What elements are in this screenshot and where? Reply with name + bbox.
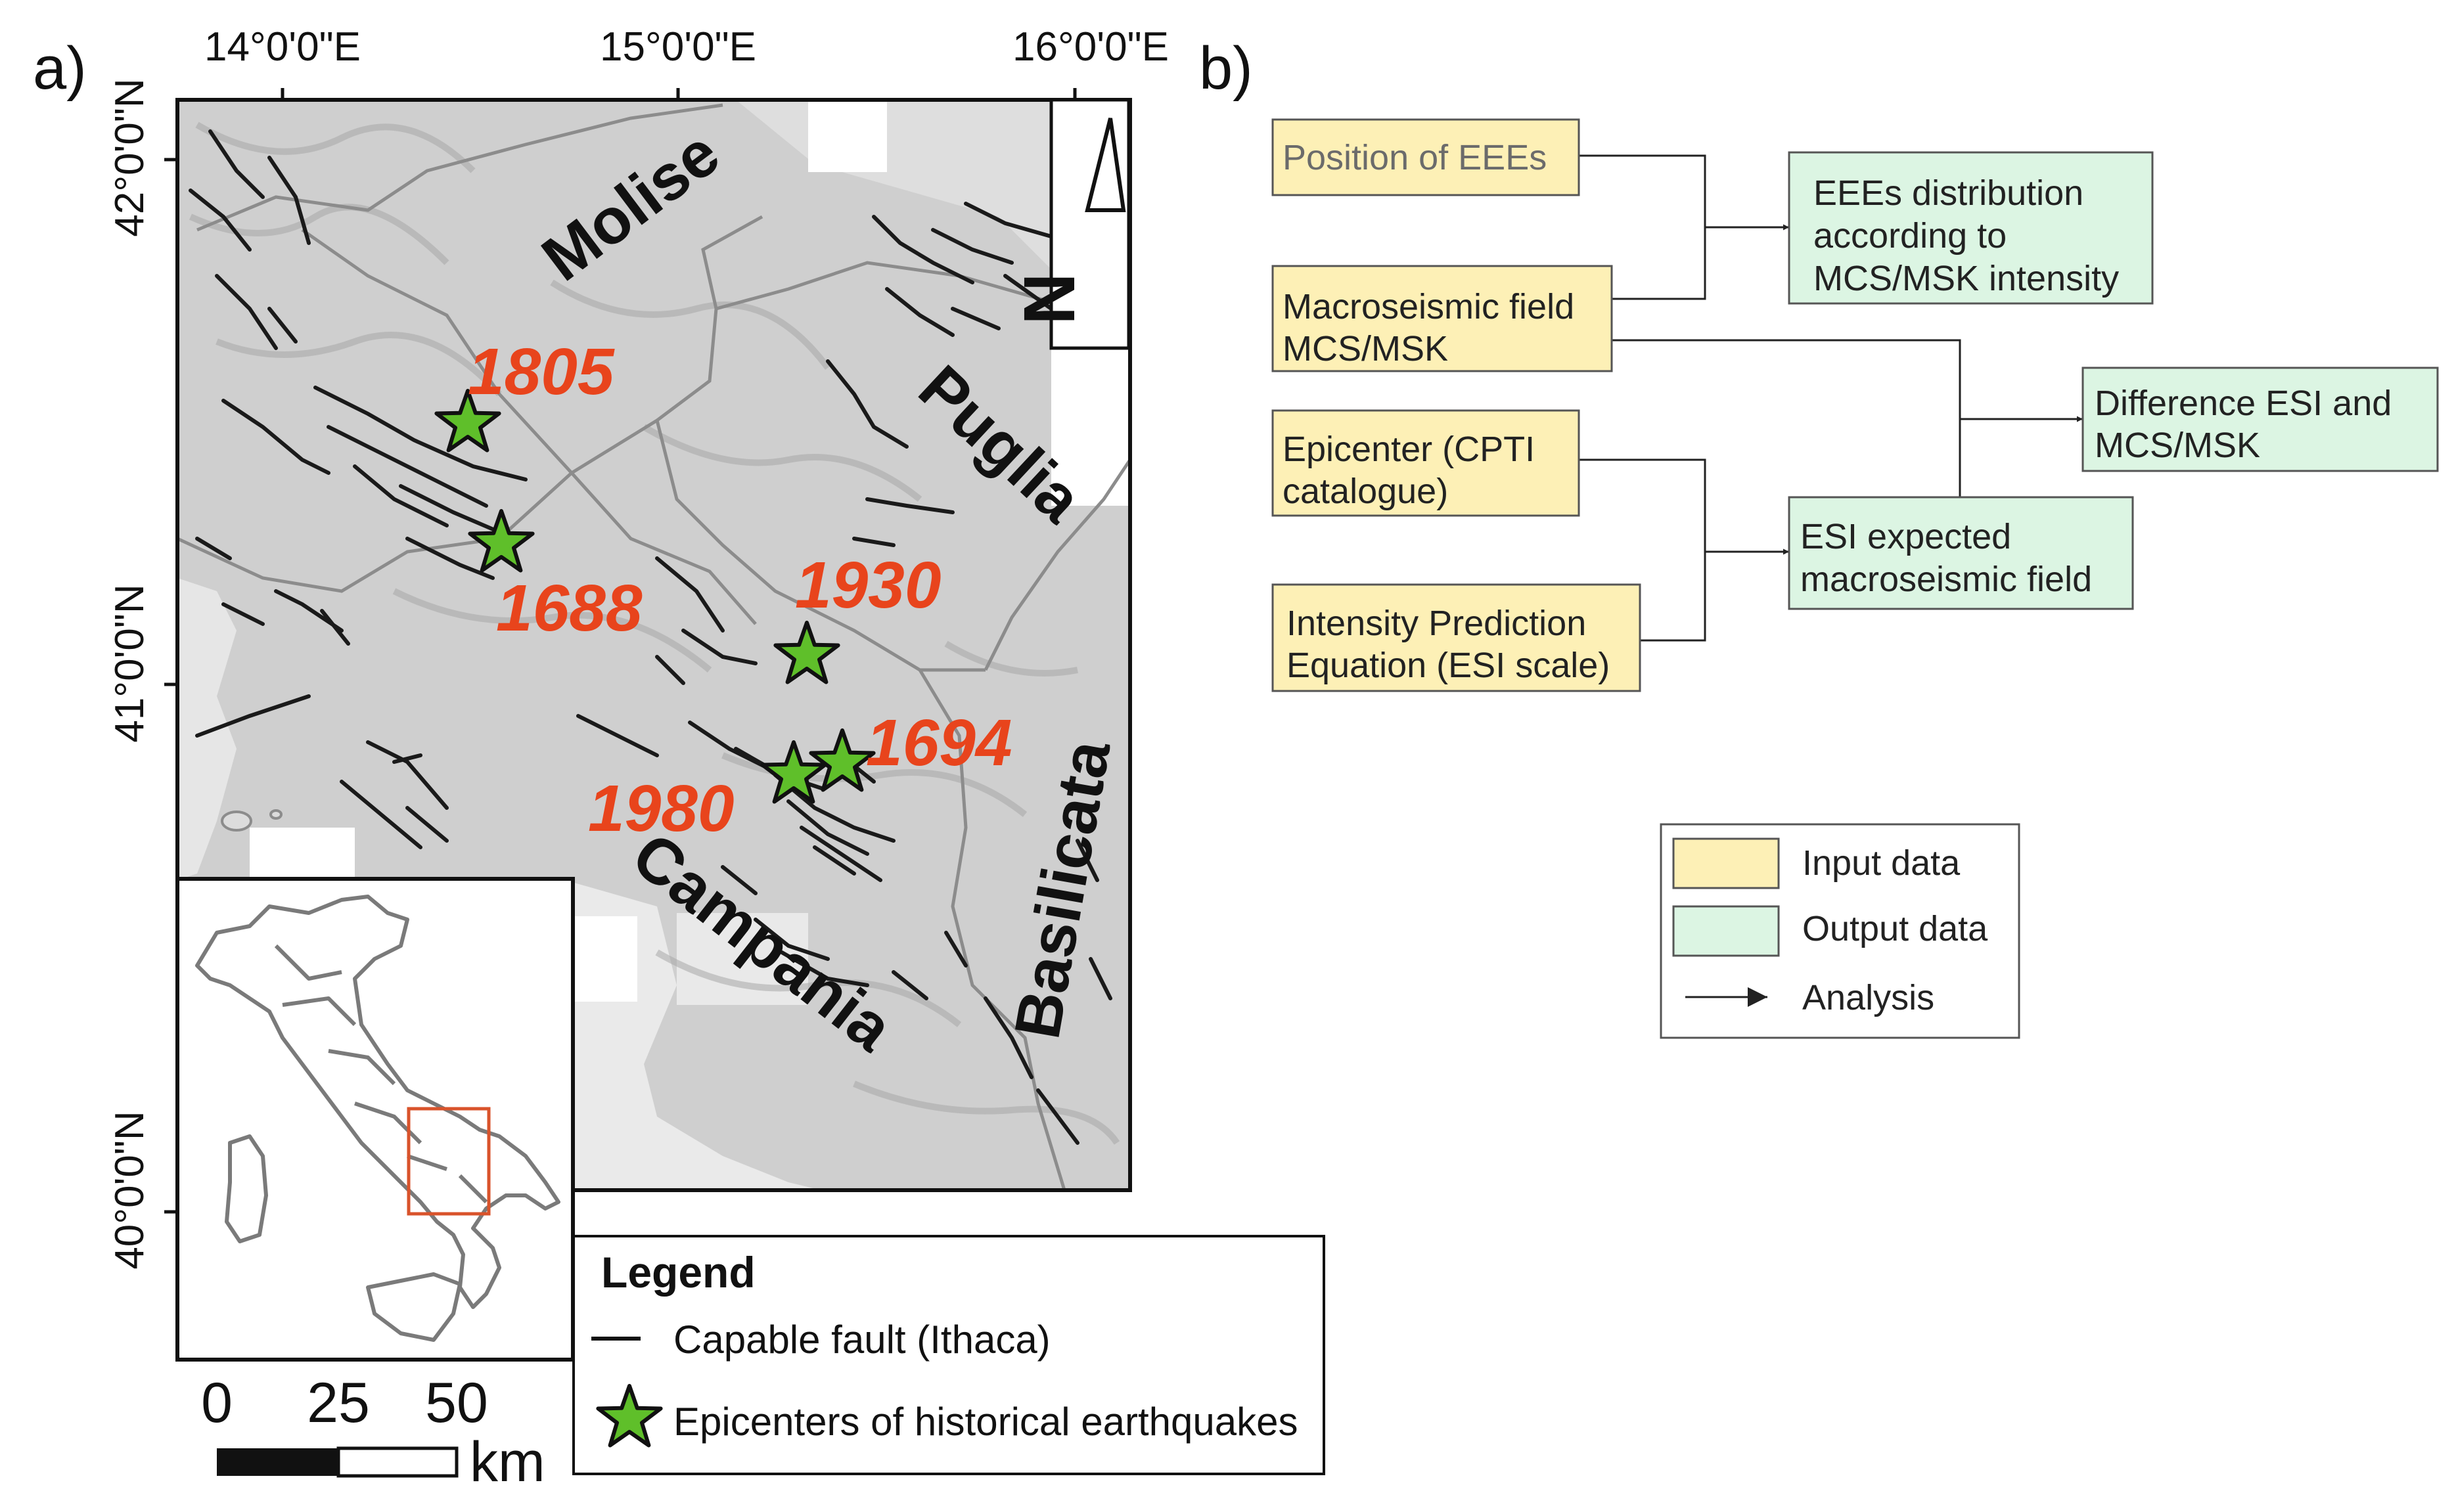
islands <box>221 809 283 832</box>
scale-label-50: 50 <box>425 1371 488 1434</box>
scale-bar: 0 25 50 km <box>201 1371 545 1494</box>
box-epicenter-text-1: Epicenter (CPTI <box>1283 430 1535 469</box>
box-esi-text-1: ESI expected <box>1800 517 2011 556</box>
italy-outline <box>195 895 560 1309</box>
north-arrow-icon <box>1085 118 1126 212</box>
capable-faults <box>189 129 1112 1145</box>
box-position-eees-text: Position of EEEs <box>1283 138 1547 177</box>
star-icon <box>468 509 535 573</box>
legend-star-icon <box>596 1384 663 1448</box>
star-icon <box>809 728 876 792</box>
box-distribution-text-1: EEEs distribution <box>1813 173 2083 213</box>
hillshade-texture <box>189 122 1120 1145</box>
flow-connectors <box>1579 154 2083 642</box>
box-macroseismic-text-2: MCS/MSK <box>1283 329 1448 368</box>
lat-tick-42n: 42°0'0"N <box>107 78 152 236</box>
region-boundaries <box>177 103 1130 1190</box>
box-distribution-text-3: MCS/MSK intensity <box>1813 259 2119 298</box>
panel-a-label: a) <box>33 35 87 102</box>
box-esi-text-2: macroseismic field <box>1800 560 2092 599</box>
north-arrow: N <box>1009 98 1131 350</box>
lat-tick-40n: 40°0'0"N <box>107 1111 152 1269</box>
scale-label-25: 25 <box>307 1371 370 1434</box>
epicenter-star-1805 <box>434 389 501 453</box>
box-eees-distribution: EEEs distribution according to MCS/MSK i… <box>1788 151 2154 305</box>
nodata-patch-3 <box>250 828 355 880</box>
earthquake-epicenters <box>434 389 876 804</box>
inset-region-lines <box>274 944 488 1204</box>
box-epicenter: Epicenter (CPTI catalogue) <box>1271 409 1580 517</box>
box-distribution-text-2: according to <box>1813 216 2007 256</box>
study-area-box <box>407 1107 491 1216</box>
box-ipe: Intensity Prediction Equation (ESI scale… <box>1271 583 1641 692</box>
nodata-patch-1 <box>808 100 887 172</box>
box-epicenter-text-2: catalogue) <box>1283 472 1448 511</box>
box-macroseismic-text-1: Macroseismic field <box>1283 287 1574 326</box>
epicenter-star-1980 <box>760 740 827 804</box>
star-icon <box>760 740 827 804</box>
sardinia-outline <box>225 1134 268 1243</box>
lat-tick-41n: 41°0'0"N <box>107 584 152 742</box>
star-icon <box>773 621 840 684</box>
inset-map <box>175 877 575 1362</box>
year-label-1688: 1688 <box>496 571 643 645</box>
epicenter-star-1688 <box>468 509 535 573</box>
nodata-patch-4 <box>572 916 637 1002</box>
latitude-tick-labels: 42°0'0"N 41°0'0"N 40°0'0"N <box>107 78 152 1269</box>
scale-unit: km <box>470 1431 545 1494</box>
year-label-1805: 1805 <box>468 335 615 409</box>
sicily-outline <box>366 1272 462 1342</box>
box-macroseismic-field: Macroseismic field MCS/MSK <box>1271 265 1613 372</box>
year-label-1694: 1694 <box>866 706 1012 780</box>
epicenter-star-1930 <box>773 621 840 684</box>
legend-title: Legend <box>601 1248 756 1297</box>
longitude-tick-labels: 14°0'0"E 15°0'0"E 16°0'0"E <box>204 24 1169 70</box>
box-ipe-text-1: Intensity Prediction <box>1286 604 1586 643</box>
box-difference: Difference ESI and MCS/MSK <box>2081 367 2439 472</box>
epicenter-star-1694 <box>809 728 876 792</box>
map-frame <box>175 98 1132 1192</box>
box-position-eees: Position of EEEs <box>1271 118 1580 196</box>
north-arrow-letter: N <box>1009 273 1090 324</box>
box-ipe-text-2: Equation (ESI scale) <box>1286 646 1610 685</box>
box-difference-text-2: MCS/MSK <box>2095 426 2260 465</box>
flowchart-legend: Input data Output data Analysis <box>1660 823 2020 1039</box>
legend-epicenter-label: Epicenters of historical earthquakes <box>673 1400 1298 1444</box>
earthquake-year-labels: 1805 1688 1930 1694 1980 <box>468 335 1012 845</box>
output-boxes: EEEs distribution according to MCS/MSK i… <box>1788 151 2439 610</box>
year-label-1930: 1930 <box>795 548 941 622</box>
panel-b-label: b) <box>1199 35 1253 102</box>
legend-analysis-label: Analysis <box>1802 978 1934 1017</box>
input-boxes: Position of EEEs Macroseismic field MCS/… <box>1271 118 1641 692</box>
map-legend: Legend Capable fault (Ithaca) Epicenters… <box>572 1235 1325 1475</box>
sea-area-west <box>177 578 237 880</box>
legend-input-label: Input data <box>1802 843 1961 883</box>
lon-tick-14e: 14°0'0"E <box>204 24 361 70</box>
legend-output-label: Output data <box>1802 909 1988 948</box>
lon-tick-16e: 16°0'0"E <box>1012 24 1169 70</box>
year-label-1980: 1980 <box>588 772 734 845</box>
box-esi-expected: ESI expected macroseismic field <box>1788 496 2134 610</box>
box-difference-text-1: Difference ESI and <box>2095 384 2392 423</box>
legend-output-swatch <box>1672 905 1780 957</box>
legend-input-swatch <box>1672 837 1780 889</box>
legend-fault-label: Capable fault (Ithaca) <box>673 1318 1051 1362</box>
star-icon <box>434 389 501 453</box>
lon-tick-15e: 15°0'0"E <box>600 24 756 70</box>
scale-label-0: 0 <box>201 1371 233 1434</box>
